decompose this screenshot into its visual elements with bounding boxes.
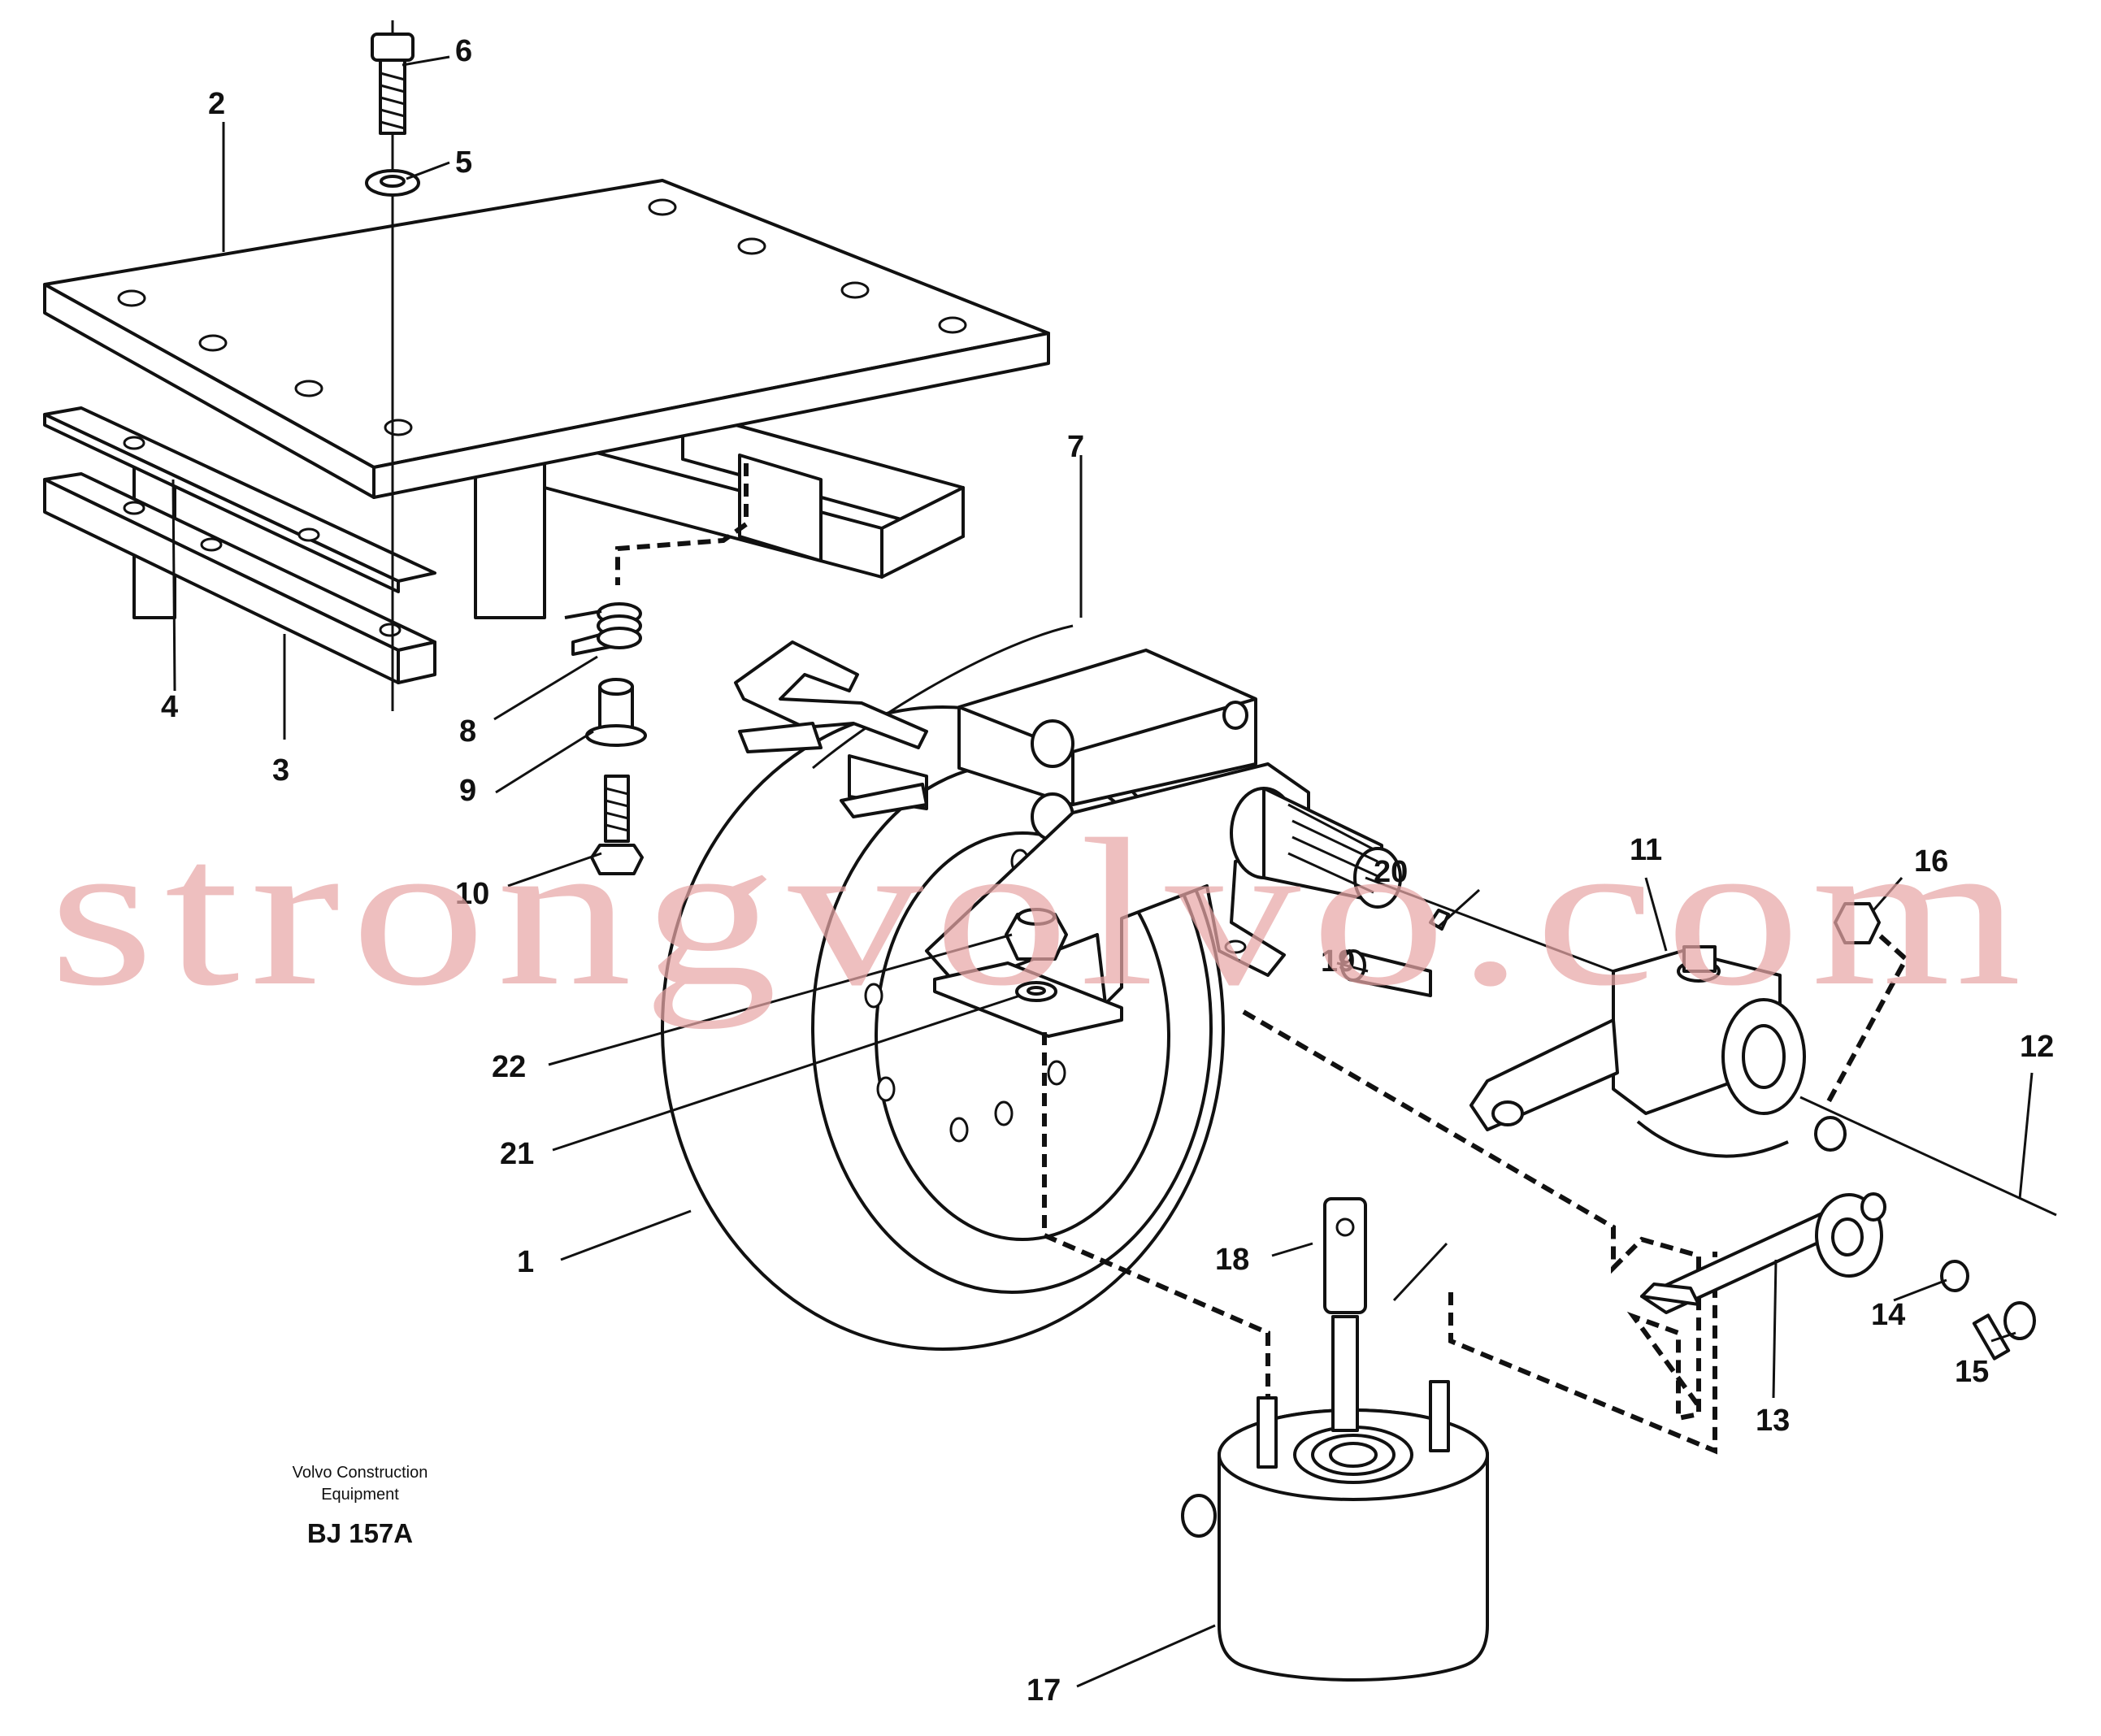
spring-bolt-group	[564, 463, 749, 875]
caption-equipment: Equipment	[321, 1486, 399, 1504]
callout-11: 11	[1630, 833, 1662, 867]
callout-17: 17	[1027, 1673, 1061, 1708]
callout-6: 6	[455, 34, 472, 68]
callout-9: 9	[459, 774, 476, 808]
callout-20: 20	[1374, 855, 1408, 889]
callout-10: 10	[455, 877, 489, 911]
callout-14: 14	[1871, 1298, 1905, 1332]
callout-16: 16	[1914, 844, 1948, 879]
brake-chamber-group	[1181, 1197, 1489, 1682]
callout-7: 7	[1067, 430, 1084, 464]
callout-13: 13	[1756, 1404, 1790, 1438]
callout-2: 2	[208, 87, 225, 121]
callout-22: 22	[492, 1050, 526, 1084]
callout-labels: 2 6 5 4 3 7 8 9 10 11 12 13 14 15 16 17 …	[161, 34, 2054, 1708]
route-line-right	[1242, 1009, 1701, 1421]
route-line-lower	[1042, 1032, 1270, 1398]
nut-washer-group	[1005, 908, 1068, 1002]
diagram-code: BJ 157A	[307, 1518, 413, 1548]
callout-3: 3	[272, 753, 289, 788]
watermark-text: strongvolvo.com	[49, 796, 2032, 1030]
route-line-rear	[1448, 1252, 1717, 1455]
callout-15: 15	[1955, 1355, 1989, 1389]
callout-4: 4	[161, 690, 178, 724]
callout-1: 1	[517, 1245, 534, 1279]
shim-group	[43, 406, 436, 684]
callout-18: 18	[1215, 1243, 1249, 1277]
mounting-plate-group	[43, 179, 1050, 619]
slack-adjuster-group	[1340, 876, 2057, 1217]
rod-hardware-group	[1640, 902, 2036, 1361]
leader-lines	[171, 55, 2034, 1688]
caption-block: Volvo Construction Equipment BJ 157A	[293, 1464, 428, 1548]
screw-washer-group	[365, 20, 420, 711]
caption-company: Volvo Construction	[293, 1464, 428, 1482]
callout-8: 8	[459, 714, 476, 749]
callout-21: 21	[500, 1137, 534, 1171]
callout-5: 5	[455, 145, 472, 180]
callout-19: 19	[1321, 944, 1355, 979]
callout-12: 12	[2020, 1030, 2054, 1064]
route-line-16	[1826, 920, 1909, 1103]
